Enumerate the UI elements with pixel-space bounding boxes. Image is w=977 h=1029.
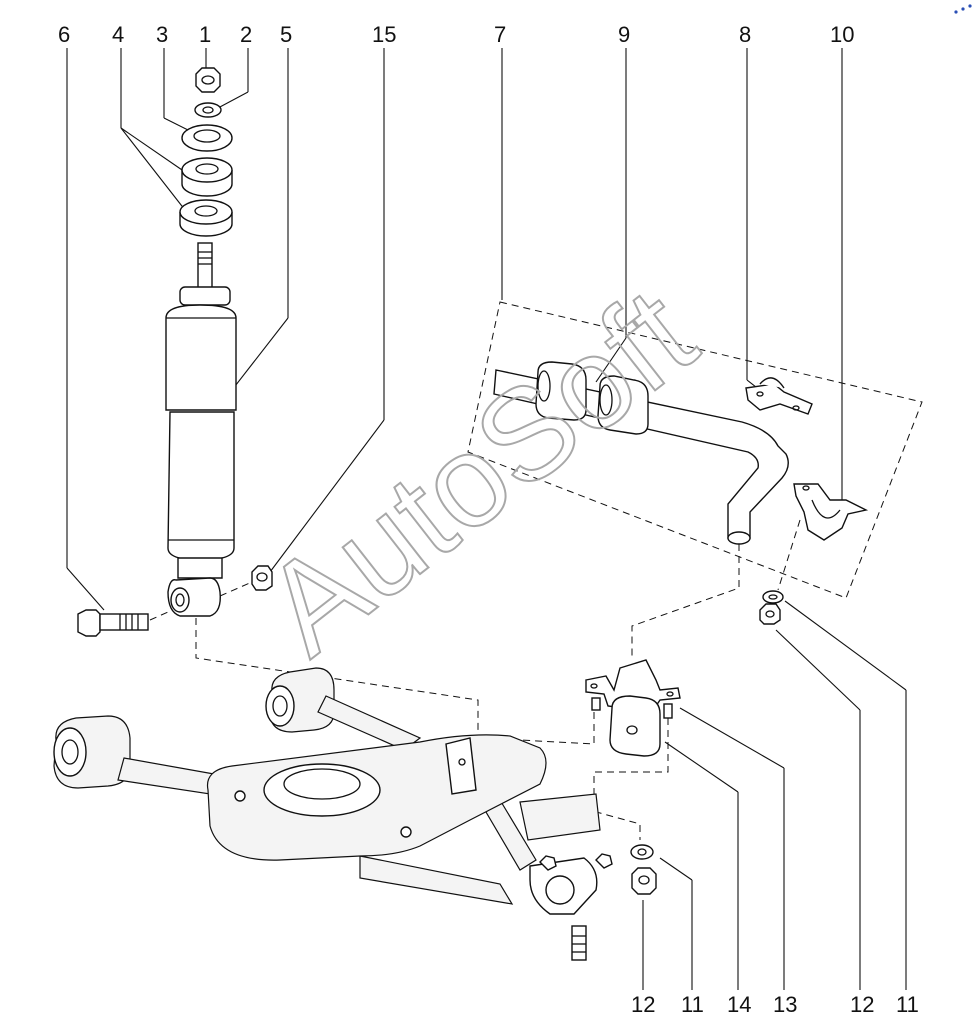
- nut-15: [251, 565, 273, 591]
- callout-9: 9: [618, 22, 630, 47]
- bracket-10: [793, 483, 869, 541]
- bushing-9-left: [535, 361, 587, 421]
- shock-to-arm-dash: [195, 618, 479, 760]
- callout-12-left: 12: [631, 992, 655, 1017]
- bushing-9-right: [597, 375, 649, 435]
- bolt-axis-dash: [149, 611, 169, 621]
- bracket-8: [745, 377, 813, 415]
- callout-6: 6: [58, 22, 70, 47]
- washer-2: [194, 102, 222, 118]
- callout-3: 3: [156, 22, 168, 47]
- lower-control-arm: [53, 667, 613, 961]
- washer-11-right: [762, 590, 784, 604]
- rubber-bushing-4-upper: [181, 157, 233, 197]
- callout-4: 4: [112, 22, 124, 47]
- callout-1: 1: [199, 22, 211, 47]
- bolt-6: [77, 609, 149, 637]
- autosoft-watermark: AutoSoft: [237, 260, 720, 682]
- corner-mark: [954, 4, 972, 14]
- bracket-10-axis-dash: [777, 519, 801, 591]
- washer-11-left: [630, 844, 654, 860]
- callout-2: 2: [240, 22, 252, 47]
- bracket-13: [585, 659, 681, 713]
- callout-8: 8: [739, 22, 751, 47]
- callouts-bottom: 12 11 14 13 12 11: [631, 992, 919, 1017]
- nut-12-left: [631, 867, 657, 895]
- callout-12-right: 12: [850, 992, 874, 1017]
- callout-5: 5: [280, 22, 292, 47]
- clamp-left-dash: [519, 712, 595, 745]
- callout-10: 10: [830, 22, 854, 47]
- stabilizer-group-frame: [467, 301, 923, 599]
- callout-14: 14: [727, 992, 751, 1017]
- callout-7: 7: [494, 22, 506, 47]
- callout-11-left: 11: [681, 992, 704, 1017]
- callout-13: 13: [773, 992, 797, 1017]
- rubber-bushing-4-lower: [179, 199, 233, 237]
- nut-1: [195, 67, 221, 93]
- shock-absorber-5: [165, 242, 237, 617]
- clamp-right-dash: [593, 718, 669, 800]
- leader-lines: [66, 48, 907, 990]
- cushion-14: [609, 695, 661, 757]
- bar-to-clamp-dash: [631, 544, 740, 660]
- nut-axis-dash: [219, 581, 253, 597]
- washer-3: [181, 124, 233, 152]
- nut-12-right: [759, 603, 781, 625]
- callout-15: 15: [372, 22, 396, 47]
- callouts-top: 6 4 3 1 2 5 15 7 9 8 10: [58, 22, 854, 47]
- callout-11-right: 11: [896, 992, 919, 1017]
